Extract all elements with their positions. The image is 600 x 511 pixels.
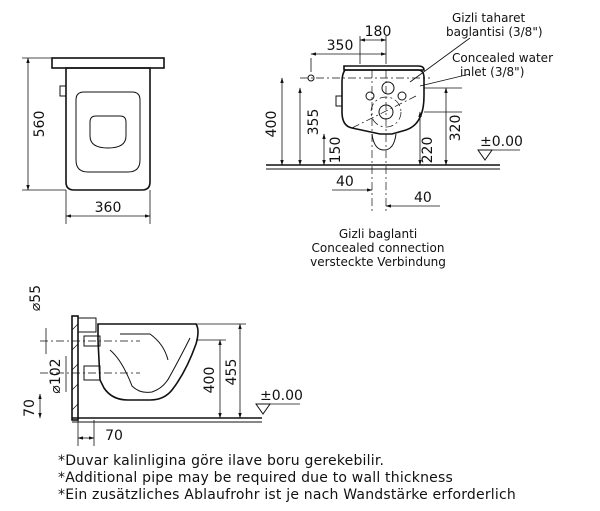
side-inlet-circle [381, 81, 395, 95]
section-level-triangle [255, 403, 271, 415]
note-german: *Ein zusätzliches Ablaufrohr ist je nach… [58, 487, 516, 503]
dim-section-102: ⌀102 [48, 358, 64, 393]
label-water-inlet-en: Concealed water [452, 51, 553, 65]
dim-section-55: ⌀55 [28, 285, 44, 311]
section-view: ⌀55 ⌀102 70 70 400 455 ±0.00 [22, 285, 303, 446]
dim-side-355: 355 [306, 109, 322, 136]
dim-side-400: 400 [264, 111, 280, 138]
dim-side-40-right: 40 [414, 190, 432, 206]
section-plate [77, 317, 97, 333]
note-english: *Additional pipe may be required due to … [58, 470, 453, 486]
side-toilet-body [341, 69, 425, 135]
label-connection-tr: Gizli baglanti [339, 227, 417, 241]
label-connection-en: Concealed connection [312, 241, 445, 255]
side-floor-level: ±0.00 [480, 134, 523, 150]
label-connection-de: versteckte Verbindung [310, 255, 446, 269]
side-back-tab [335, 95, 343, 107]
front-wall-plate [51, 57, 165, 69]
dim-section-455: 455 [224, 359, 240, 386]
dim-side-220: 220 [420, 137, 436, 164]
dim-side-180: 180 [365, 24, 392, 40]
side-outlet [371, 133, 397, 151]
dim-front-height: 560 [32, 111, 48, 138]
section-floor-level: ±0.00 [260, 388, 303, 404]
dim-side-150: 150 [328, 137, 344, 164]
dim-section-70-vertical: 70 [22, 399, 38, 417]
dim-section-70-horizontal: 70 [105, 428, 123, 444]
section-bowl-outer [97, 323, 199, 401]
front-bowl-opening [89, 115, 127, 149]
label-bidet-inlet-tr: Gizli taharet [452, 11, 525, 25]
side-view: 350 180 400 355 150 220 320 ±0.00 40 40 … [264, 11, 553, 269]
dim-front-width: 360 [95, 200, 122, 216]
dim-section-400: 400 [202, 367, 218, 394]
dim-side-320: 320 [448, 115, 464, 142]
side-seat-top [343, 65, 425, 71]
label-water-inlet-en-2: inlet (3/8") [460, 65, 524, 79]
front-bowl-outline [65, 67, 151, 191]
front-view: 560 360 [22, 57, 165, 224]
note-turkish: *Duvar kalinligina göre ilave boru gerek… [58, 453, 385, 469]
section-inner-bowl [120, 333, 169, 361]
front-side-tab [59, 85, 67, 97]
front-seat-outline [75, 91, 141, 173]
side-level-triangle [477, 149, 493, 161]
dim-side-40-left: 40 [336, 174, 354, 190]
dim-side-350: 350 [327, 38, 354, 54]
side-small-circle [365, 91, 375, 101]
section-trap [109, 337, 191, 393]
side-small-circle-2 [397, 91, 407, 101]
section-wall [71, 315, 79, 421]
label-bidet-inlet-tr-2: baglantisi (3/8") [446, 25, 543, 39]
